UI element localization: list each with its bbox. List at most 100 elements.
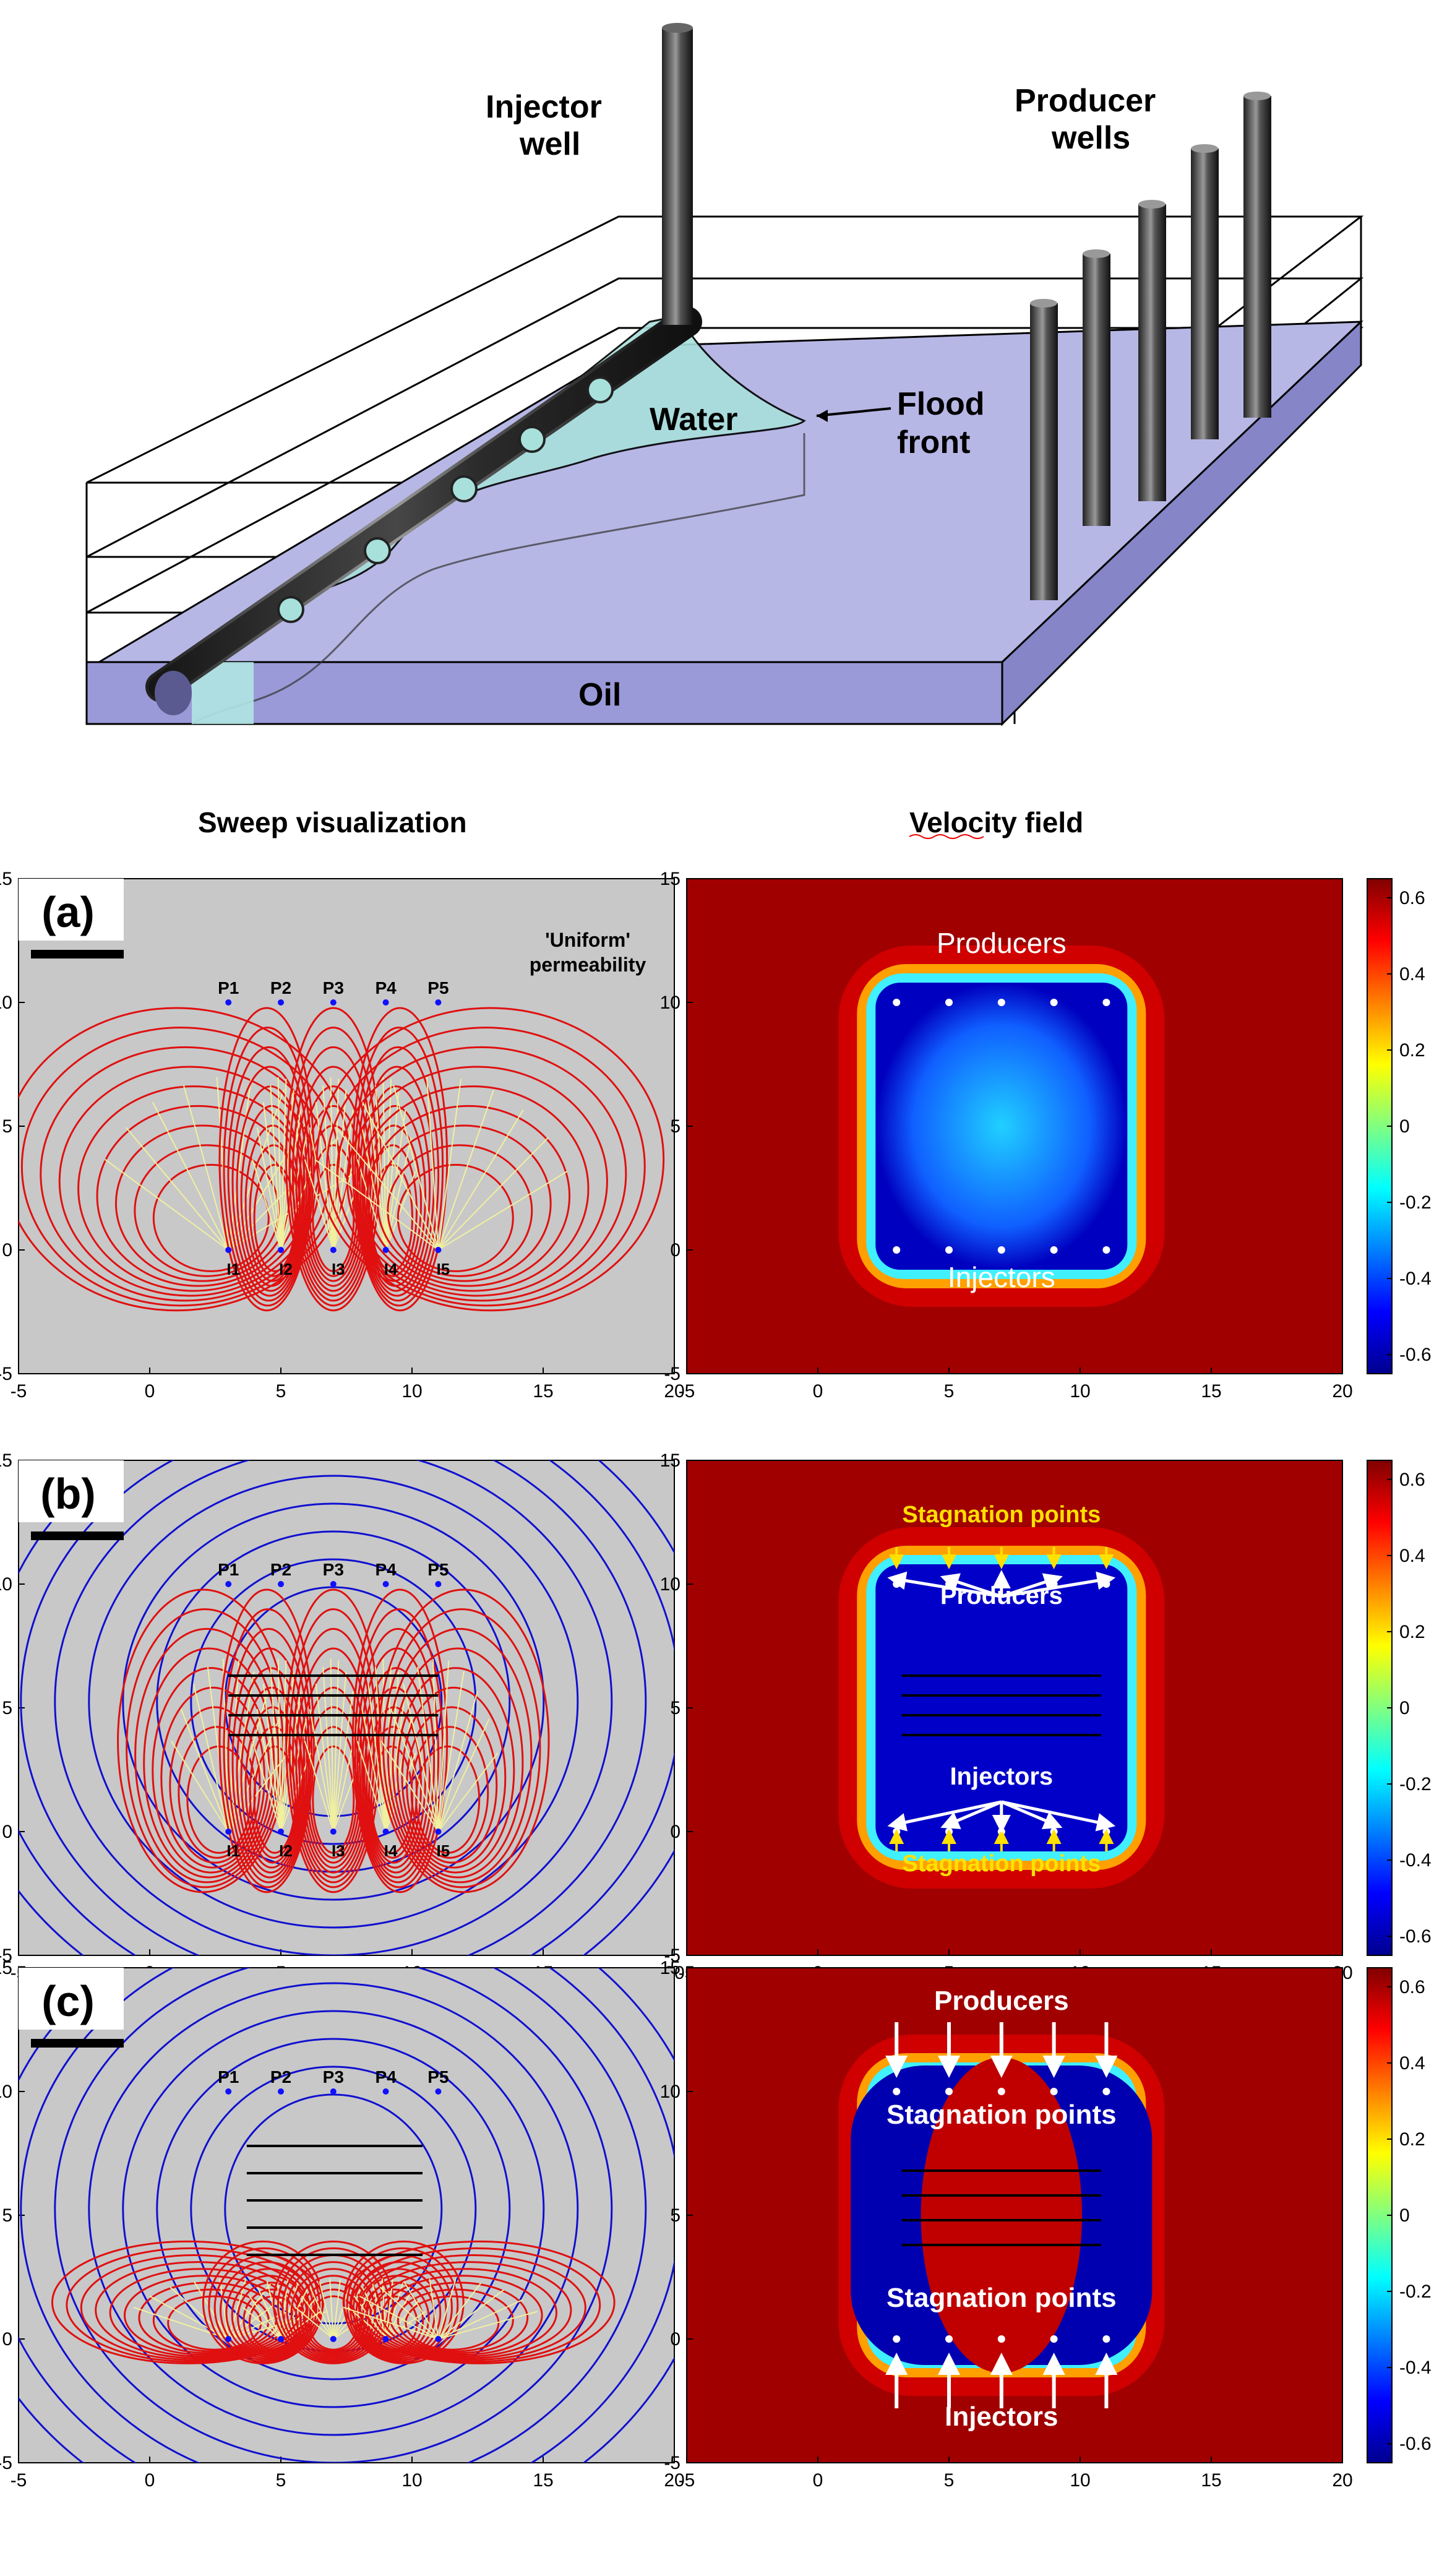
- sweep-lines: [19, 1460, 674, 1955]
- isochrone-line: [280, 1109, 301, 1251]
- producer-marker: [435, 1581, 442, 1587]
- injector-marker: [225, 2336, 232, 2342]
- letter-box: [19, 879, 124, 941]
- sweep-front: [374, 2268, 557, 2358]
- isochrone-line: [329, 2278, 334, 2340]
- x-tick-label: 0: [145, 1381, 155, 1402]
- scale-bar: [31, 2039, 124, 2048]
- injector-label: I5: [437, 1260, 450, 1278]
- colorbar-tick-label: -0.2: [1399, 2281, 1432, 2302]
- isochrone-line: [380, 1741, 439, 1832]
- sweep-front: [231, 2275, 308, 2356]
- sweep-front: [223, 1608, 313, 1889]
- y-tick-label: 15: [0, 1958, 12, 1978]
- stagnation-points-label: Stagnation points: [887, 2283, 1117, 2313]
- isochrone-line: [437, 1109, 524, 1251]
- x-tick-label: 0: [145, 2470, 155, 2491]
- injector-dot: [893, 1828, 901, 1835]
- sweep-front: [220, 2261, 314, 2359]
- flow-arrow: [1000, 1800, 1063, 1829]
- colorbar-tick-label: -0.2: [1399, 1774, 1432, 1794]
- producer-dot: [945, 999, 953, 1006]
- y-tick-label: 5: [670, 1116, 681, 1137]
- x-tick-label: -5: [11, 1381, 27, 1402]
- isochrone-line: [356, 1159, 387, 1251]
- isochrone-line: [242, 2307, 281, 2340]
- isochrone-line: [385, 1137, 412, 1251]
- sweep-front: [366, 1105, 571, 1287]
- producer-label: P5: [427, 978, 449, 997]
- isochrone-line: [270, 1085, 281, 1251]
- x-tick-label: 5: [276, 2470, 286, 2491]
- producer-label: P2: [270, 978, 291, 997]
- isochrone-line: [437, 2299, 523, 2340]
- isochrone-line: [437, 1089, 494, 1251]
- isochrone-line: [125, 1127, 229, 1251]
- y-tick-label: 5: [670, 2205, 681, 2226]
- y-tick-label: 15: [660, 869, 681, 889]
- sweep-front: [410, 1726, 489, 1859]
- injector-dot: [1050, 1246, 1058, 1254]
- isochrone-line: [314, 1158, 439, 1251]
- injector-label: I3: [332, 1260, 345, 1278]
- sweep-front: [406, 1706, 498, 1864]
- isochrone-line: [426, 1077, 439, 1251]
- x-tick-label: 20: [1332, 1381, 1352, 1402]
- colorbar-tick-label: -0.6: [1399, 1926, 1432, 1947]
- isochrone-line: [277, 1077, 281, 1251]
- y-tick-label: 10: [0, 993, 12, 1013]
- injector-marker: [225, 1829, 232, 1835]
- isochrone-line: [228, 1671, 255, 1832]
- sweep-front: [312, 1745, 355, 1854]
- isochrone-line: [315, 1684, 334, 1832]
- producer-marker: [382, 999, 389, 1006]
- x-tick-label: 0: [813, 2470, 823, 2491]
- sweep-front: [387, 1627, 533, 1884]
- x-tick-label: 0: [813, 1381, 823, 1402]
- isochrone-line: [332, 2279, 341, 2340]
- high-velocity-core: [921, 2057, 1083, 2374]
- sweep-front: [295, 1647, 372, 1879]
- colorbar-tick-label: 0.4: [1399, 964, 1425, 984]
- isochrone-line: [361, 1708, 387, 1832]
- x-tick-label: 20: [1332, 2470, 1352, 2491]
- producer-marker: [330, 1581, 337, 1587]
- colorbar-tick-label: 0: [1399, 2205, 1410, 2226]
- injector-dot: [997, 2335, 1005, 2343]
- injector-dot: [1102, 1828, 1110, 1835]
- isochrone-line: [257, 2287, 281, 2340]
- isochrone-line: [432, 1658, 439, 1832]
- injector-dot: [997, 1828, 1005, 1835]
- isochrone-line: [315, 1102, 334, 1251]
- isochrone-line: [374, 1085, 387, 1251]
- isochrone-line: [105, 1158, 229, 1251]
- y-tick-label: -5: [0, 2453, 12, 2473]
- flow-arrow: [1001, 1800, 1116, 1832]
- x-tick-label: 10: [401, 1381, 422, 1402]
- injector-marker: [278, 1829, 284, 1835]
- y-tick-label: -5: [664, 1945, 681, 1966]
- x-tick-label: 5: [944, 2470, 955, 2491]
- injector-label: I5: [437, 1842, 450, 1860]
- producer-label: P4: [375, 978, 397, 997]
- low-velocity-core: [875, 1564, 1128, 1851]
- sweep-front: [288, 1027, 379, 1307]
- panel-letter-b: (b): [40, 1470, 95, 1518]
- isochrone-line: [304, 1741, 334, 1832]
- y-tick-label: 10: [660, 1574, 681, 1595]
- x-tick-label: 15: [533, 1381, 553, 1402]
- blue-streamline: [122, 2010, 545, 2408]
- producer-dot: [997, 999, 1005, 1006]
- water-label: Water: [650, 402, 738, 437]
- sweep-front: [286, 2261, 381, 2359]
- injector-label: I1: [226, 1260, 240, 1278]
- sweep-front: [381, 2275, 543, 2356]
- injector-marker: [278, 2336, 284, 2342]
- producer-label: P4: [375, 1560, 397, 1579]
- isochrone-line: [301, 2296, 334, 2340]
- sweep-front: [143, 1647, 275, 1879]
- producer-label: P5: [427, 2067, 449, 2087]
